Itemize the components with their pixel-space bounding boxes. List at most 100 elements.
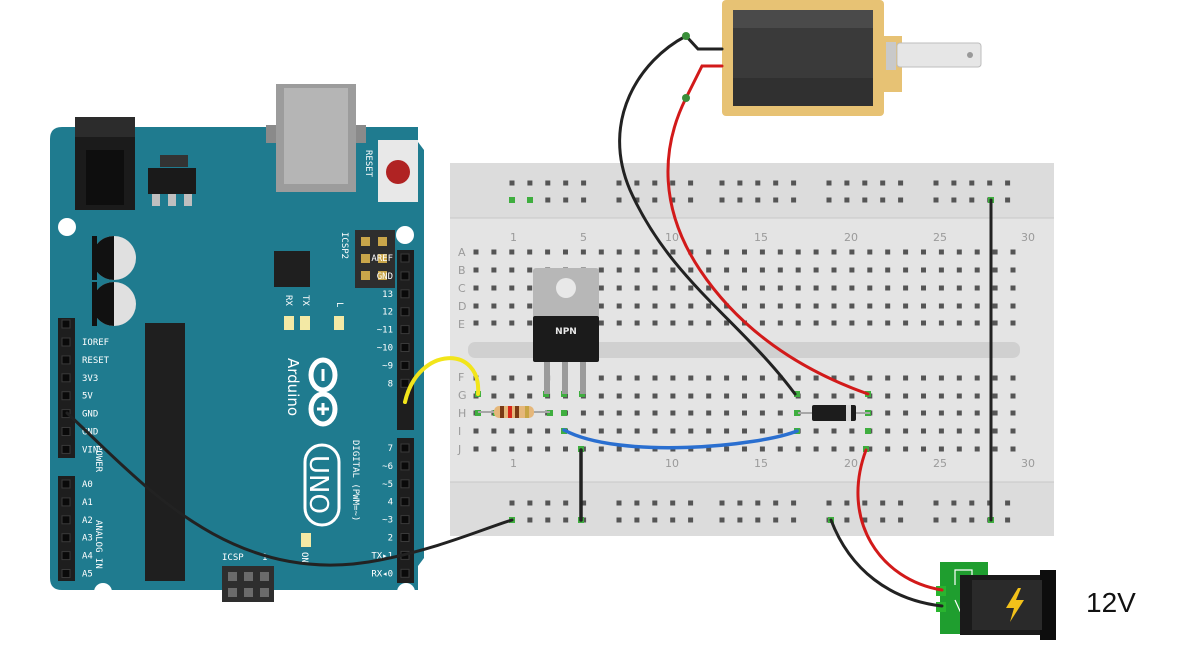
breadboard-hole — [974, 303, 980, 309]
breadboard-hole — [867, 375, 873, 381]
breadboard-hole — [473, 249, 479, 255]
breadboard-hole — [777, 267, 783, 273]
analog-pin-label: A3 — [82, 534, 93, 544]
row-letter: H — [458, 407, 466, 420]
rail-hole — [951, 197, 957, 203]
rail-hole — [862, 197, 868, 203]
breadboard-hole — [509, 428, 515, 434]
breadboard-hole — [616, 393, 622, 399]
breadboard-hole — [903, 267, 909, 273]
breadboard-hole — [974, 446, 980, 452]
rail-hole — [844, 517, 850, 523]
connected-hole — [527, 197, 533, 203]
atmega-microcontroller — [145, 323, 185, 581]
breadboard-hole — [634, 267, 640, 273]
breadboard-hole — [974, 285, 980, 291]
column-number: 1 — [510, 231, 517, 244]
breadboard-hole — [759, 375, 765, 381]
breadboard-hole — [670, 410, 676, 416]
rail-hole — [844, 500, 850, 506]
rail-hole — [545, 500, 551, 506]
rail-hole — [719, 180, 725, 186]
breadboard-hole — [724, 267, 730, 273]
breadboard-hole — [831, 303, 837, 309]
breadboard-hole — [956, 393, 962, 399]
breadboard-hole — [742, 285, 747, 291]
breadboard: A B C D E F G H I J 1 5 10 15 20 25 30 1… — [450, 163, 1054, 536]
rail-hole — [898, 517, 904, 523]
breadboard-hole — [974, 267, 980, 273]
breadboard-hole — [777, 303, 783, 309]
breadboard-hole — [849, 375, 855, 381]
breadboard-hole — [795, 303, 801, 309]
breadboard-hole — [813, 249, 819, 255]
breadboard-holes — [473, 180, 1016, 523]
breadboard-hole — [759, 410, 765, 416]
connected-hole — [794, 391, 800, 397]
rail-hole — [581, 197, 587, 203]
column-number: 20 — [844, 231, 858, 244]
power-pin — [61, 427, 71, 436]
rail-hole — [545, 180, 551, 186]
icsp2-header: ICSP2 — [339, 230, 395, 288]
rail-hole — [652, 517, 658, 523]
breadboard-hole — [974, 249, 980, 255]
breadboard-hole — [992, 303, 998, 309]
rail-hole — [826, 197, 832, 203]
breadboard-hole — [545, 249, 551, 255]
rail-hole — [670, 517, 676, 523]
breadboard-hole — [759, 249, 765, 255]
rail-hole — [616, 180, 622, 186]
rail-hole — [688, 517, 694, 523]
breadboard-hole — [706, 285, 712, 291]
breadboard-hole — [795, 249, 801, 255]
breadboard-hole — [938, 303, 944, 309]
breadboard-hole — [759, 320, 765, 326]
row-letter: F — [458, 371, 464, 384]
model-label: UNO — [303, 455, 333, 514]
reset-button[interactable]: RESET — [363, 140, 418, 202]
breadboard-hole — [1010, 428, 1016, 434]
breadboard-hole — [992, 375, 998, 381]
rail-hole — [773, 517, 779, 523]
breadboard-hole — [903, 249, 909, 255]
rail-hole — [951, 180, 957, 186]
breadboard-hole — [938, 320, 944, 326]
breadboard-hole — [580, 249, 586, 255]
column-number: 25 — [933, 231, 947, 244]
breadboard-hole — [473, 446, 479, 452]
power-label: POWER — [93, 445, 103, 473]
breadboard-hole — [491, 249, 497, 255]
header-pin — [378, 237, 387, 246]
rail-hole — [773, 180, 779, 186]
rail-hole — [880, 180, 886, 186]
breadboard-hole — [616, 446, 622, 452]
rail-hole — [634, 180, 640, 186]
breadboard-hole — [831, 428, 837, 434]
rail-hole — [670, 197, 676, 203]
transistor-label: NPN — [555, 327, 577, 337]
rail-hole — [581, 180, 587, 186]
breadboard-hole — [813, 267, 819, 273]
breadboard-hole — [742, 393, 747, 399]
breadboard-hole — [1010, 320, 1016, 326]
breadboard-hole — [527, 303, 533, 309]
rail-hole — [791, 197, 797, 203]
breadboard-hole — [509, 249, 515, 255]
breadboard-hole — [527, 249, 533, 255]
breadboard-hole — [921, 428, 926, 434]
breadboard-hole — [598, 285, 604, 291]
analog-label: ANALOG IN — [93, 520, 103, 569]
header-pin — [361, 254, 370, 263]
rail-hole — [951, 500, 957, 506]
breadboard-hole — [831, 393, 837, 399]
digital-pin-label: ~11 — [377, 326, 393, 336]
rail-hole — [880, 197, 886, 203]
breadboard-hole — [527, 320, 533, 326]
tx-led — [300, 316, 310, 330]
header-pin — [260, 572, 269, 581]
breadboard-hole — [992, 249, 998, 255]
icsp-pin1-label: 1 — [262, 553, 267, 563]
breadboard-hole — [706, 428, 712, 434]
breadboard-hole — [921, 267, 926, 273]
